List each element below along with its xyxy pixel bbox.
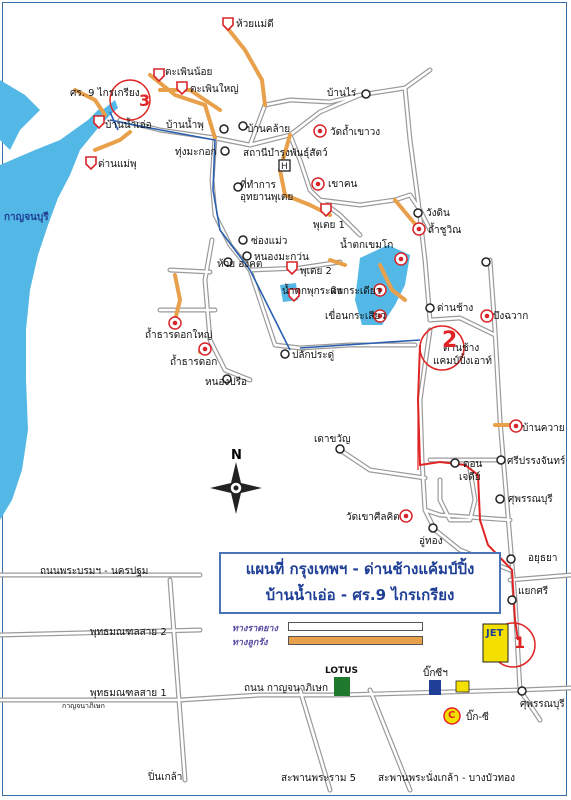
poi-shields <box>85 17 332 303</box>
label-phukradueng: แพกระเดียว <box>330 286 382 297</box>
village-dots <box>219 89 527 696</box>
label-suphanburi2: ศุพรรณบุรี <box>520 699 565 710</box>
bigc-c-letter: C <box>448 710 456 721</box>
label-danmaephu: ด่านแม่พุ <box>98 159 137 170</box>
river-route <box>109 119 291 351</box>
label-thamdoktai: ถ้ำธารดอกใหญ่ <box>145 330 213 341</box>
map-title-line1: แผนที่ กรุงเทพฯ - ด่านช้างแค้มป์ปิ้ง <box>245 560 475 578</box>
label-danchangcamp1: ด่านช้าง <box>443 343 480 354</box>
label-chedi: เจดีย์ <box>459 472 481 483</box>
label-srisamrong: ศรีปรรงจันทร์ <box>507 456 566 467</box>
legend-dirt-label: ทางลูกรัง <box>232 638 268 648</box>
marker-2: 2 <box>442 328 458 353</box>
paved-roads <box>0 67 571 793</box>
river-water <box>0 80 112 520</box>
main-route <box>416 344 519 641</box>
label-uthayan: อุทยานพุเตย <box>240 192 294 203</box>
label-bongchak: บึงฉวาก <box>493 311 529 322</box>
label-nongmakwan: หนองมะกว่น <box>254 252 309 263</box>
label-ayutthaya: อยุธยา <box>528 553 558 564</box>
bigc-logo-icon <box>443 707 461 725</box>
station-building-icon <box>278 159 291 172</box>
label-sr9: ศร. 9 ไกรเกรียง <box>70 88 140 99</box>
svg-text:H: H <box>281 162 288 172</box>
label-saphanrama5: สะพานพระราม 5 <box>281 773 356 784</box>
jet-small-icon <box>455 680 470 693</box>
river-route-3 <box>109 111 119 131</box>
marker-3-circle <box>109 79 151 121</box>
label-saphannonthaburi: สะพานพระนั่งเกล้า - บางบัวทอง <box>378 773 516 784</box>
label-baannamoe: บ้านน้ำเอ่อ <box>105 120 152 131</box>
label-bigc: บิ๊กซีฯ <box>423 668 448 679</box>
north-label: N <box>231 448 242 463</box>
label-jet: JET <box>486 628 504 639</box>
label-thanonkanchana: ถนน กาญจนาภิเษก <box>244 683 329 694</box>
label-wangdin: วังดิน <box>426 208 450 219</box>
lotus-building-icon <box>334 677 350 696</box>
map-title-line2: บ้านน้ำเอ่อ - ศร.9 ไกรเกรียง <box>265 586 455 604</box>
label-bigc2: บิ๊ก-ซี <box>466 712 489 723</box>
label-namtokphukrading: น้ำตกพุกระดิง <box>282 286 342 297</box>
label-baannamphu: บ้านน้ำพุ <box>166 120 204 131</box>
label-khueankrasiao: เขื่อนกระเสียว <box>325 311 386 322</box>
label-pinklao: ปิ่นเกล้า <box>148 772 183 783</box>
label-watkhaosrikhit: วัดเขาศีลคิต <box>346 512 400 523</box>
label-thithamkan: ที่ทำการ <box>240 180 276 191</box>
paved-roads-inner <box>0 68 571 792</box>
bigc-building-icon <box>429 680 441 695</box>
label-baankhwai: บ้านควาย <box>522 423 565 434</box>
label-phutthamonthon2: พุทธมณฑลสาย 2 <box>90 627 167 638</box>
label-nongpru: หนองปรือ <box>205 377 248 388</box>
river-route-2 <box>299 339 421 349</box>
label-pakprasu: ปลักประดู่ <box>292 350 335 361</box>
label-thamdok: ถ้ำธารดอก <box>170 357 218 368</box>
jet-station-icon <box>482 623 509 663</box>
label-baankhaew: บ้านคล้าย <box>247 124 291 135</box>
label-lotus: LOTUS <box>325 666 358 676</box>
label-khon: ดอน <box>463 459 483 470</box>
label-thamchuwin: ถ้ำชูวิณ <box>428 225 462 236</box>
label-tsmpinnoi: ตะเพินน้อย <box>165 67 213 78</box>
label-kanchanaburi: กาญจนบุรี <box>4 212 49 223</box>
label-sadetpokrung: สถานีบำรุงพันธุ์สัตว์ <box>243 148 328 159</box>
label-khaokhon: เขาคน <box>328 179 358 190</box>
label-tsmpinyai: ตะเพินใหญ่ <box>190 84 239 95</box>
label-phutoei1: พุเตย 1 <box>313 220 345 231</box>
label-huaymaedee: ห้วยแม่ดี <box>236 19 274 30</box>
label-kanchanaphisek-small: กาญจนาภิเษก <box>62 702 105 710</box>
legend-paved-label: ทางราดยาง <box>232 624 278 634</box>
label-danchang: ด่านช้าง <box>437 303 474 314</box>
label-uthong: อู่ทอง <box>419 536 443 547</box>
label-yaekkasi: แยกศรี <box>518 586 549 597</box>
label-thungmakok: ทุ่งมะกอก <box>175 147 217 158</box>
label-daochan: เดาขวัญ <box>314 434 351 445</box>
legend-paved-swatch <box>288 622 423 631</box>
label-suphanburi1: ศุพรรณบุรี <box>508 494 553 505</box>
label-songmaeo: ซ่องแม่ว <box>251 236 288 247</box>
label-nakhonpathom: ถนนพระบรมฯ - นครปฐม <box>40 566 149 577</box>
label-huaiongkhot: ห้วย องคต <box>217 259 263 270</box>
marker-2-circle <box>419 325 465 371</box>
label-phutoei2: พุเตย 2 <box>300 266 332 277</box>
label-namtokhuaikhaeng: น้ำตกเขมโก <box>340 240 394 251</box>
label-watkhaokho: วัดถ้ำเขาวง <box>330 127 381 138</box>
label-danchangcamp2: แคมป์ปิ้งเอาท์ <box>433 356 492 367</box>
label-phutthamonthon1: พุทธมณฑลสาย 1 <box>90 688 167 699</box>
legend-dirt-swatch <box>288 636 423 645</box>
north-arrow-icon <box>210 462 262 514</box>
marker-1: 1 <box>514 633 526 652</box>
marker-3: 3 <box>139 91 151 110</box>
poi-star-cores <box>172 128 519 519</box>
label-baanrai: บ้านไร่ <box>327 88 357 99</box>
map-title-box: แผนที่ กรุงเทพฯ - ด่านช้างแค้มป์ปิ้ง บ้า… <box>219 552 501 614</box>
